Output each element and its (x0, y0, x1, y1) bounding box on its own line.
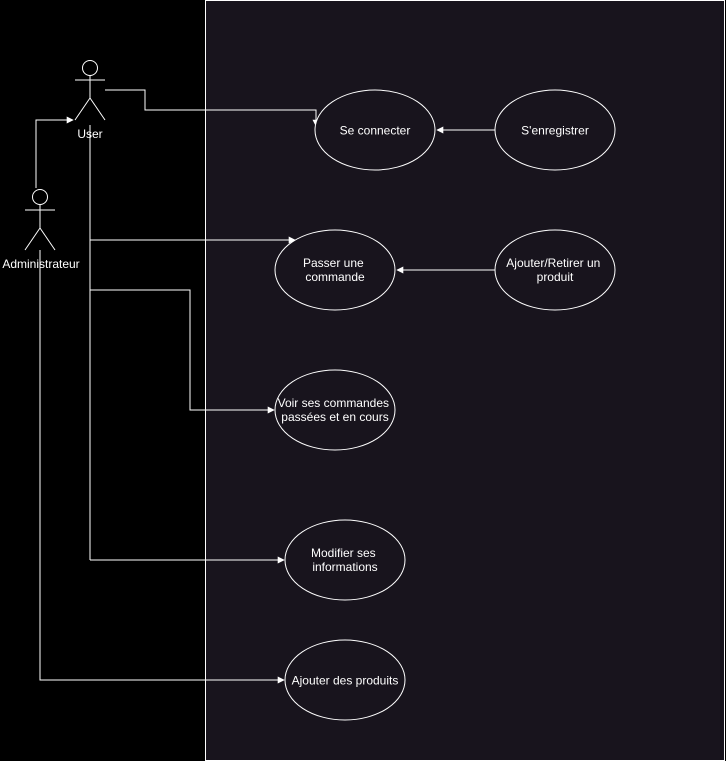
use-case-ajouter-retirer-produit: Ajouter/Retirer un produit (494, 229, 616, 311)
use-case-voir-commandes-label: Voir ses commandes passées et en cours (278, 396, 393, 424)
use-case-ajouter-produits-line-1: Ajouter des produits (292, 674, 399, 688)
use-case-se-connecter: Se connecter (314, 89, 436, 171)
use-case-modifier-informations-line-1: Modifier ses (311, 546, 376, 560)
actor-user-head (82, 60, 98, 76)
system-boundary (205, 0, 725, 761)
use-case-ajouter-produits-label: Ajouter des produits (292, 674, 399, 688)
use-case-voir-commandes: Voir ses commandes passées et en cours (274, 369, 396, 451)
connectors (35, 89, 496, 684)
use-case-ajouter-retirer-produit-line-1: Ajouter/Retirer un (506, 256, 600, 270)
use-case-s-enregistrer-line-1: S'enregistrer (521, 124, 589, 138)
use-case-passer-commande: Passer une commande (274, 229, 396, 311)
use-case-s-enregistrer-label: S'enregistrer (521, 124, 589, 138)
use-case-modifier-informations-ellipse (284, 519, 406, 601)
use-case-ajouter-retirer-produit-label: Ajouter/Retirer un produit (506, 256, 603, 284)
use-case-passer-commande-line-1: Passer une (303, 256, 364, 270)
use-case-voir-commandes-ellipse (274, 369, 396, 451)
use-case-voir-commandes-line-1: Voir ses commandes (278, 396, 389, 410)
use-case-passer-commande-ellipse (274, 229, 396, 311)
use-case-se-connecter-line-1: Se connecter (340, 124, 411, 138)
connector-user-voir-commandes (90, 289, 275, 414)
connector-admin-ajouter-produits (39, 250, 285, 684)
use-case-ajouter-produits-ellipse (284, 639, 406, 721)
actor-admin (24, 189, 56, 251)
actor-user (74, 60, 106, 121)
actor-admin-leg-left (24, 227, 41, 251)
use-case-ajouter-retirer-produit-line-2: produit (537, 270, 574, 284)
actor-user-leg-left (74, 97, 91, 121)
connector-admin-user (35, 116, 74, 188)
use-case-voir-commandes-line-2: passées et en cours (281, 410, 388, 424)
use-case-se-connecter-ellipse (314, 89, 436, 171)
use-case-se-connecter-label: Se connecter (340, 124, 411, 138)
use-case-s-enregistrer-ellipse (494, 89, 616, 171)
use-case-modifier-informations-line-2: informations (312, 560, 377, 574)
actor-admin-leg-right (39, 227, 56, 251)
actor-user-leg-right (89, 97, 106, 121)
actor-admin-head (32, 189, 48, 205)
use-case-modifier-informations: Modifier ses informations (284, 519, 406, 601)
actor-user-label: User (77, 127, 102, 141)
use-case-modifier-informations-label: Modifier ses informations (311, 546, 379, 574)
use-case-ajouter-retirer-produit-ellipse (494, 229, 616, 311)
use-case-passer-commande-line-2: commande (305, 270, 365, 284)
actor-admin-label: Administrateur (2, 257, 79, 271)
connector-user-se-connecter (105, 89, 320, 127)
use-case-s-enregistrer: S'enregistrer (494, 89, 616, 171)
use-case-ajouter-produits: Ajouter des produits (284, 639, 406, 721)
use-case-passer-commande-label: Passer une commande (303, 256, 367, 284)
